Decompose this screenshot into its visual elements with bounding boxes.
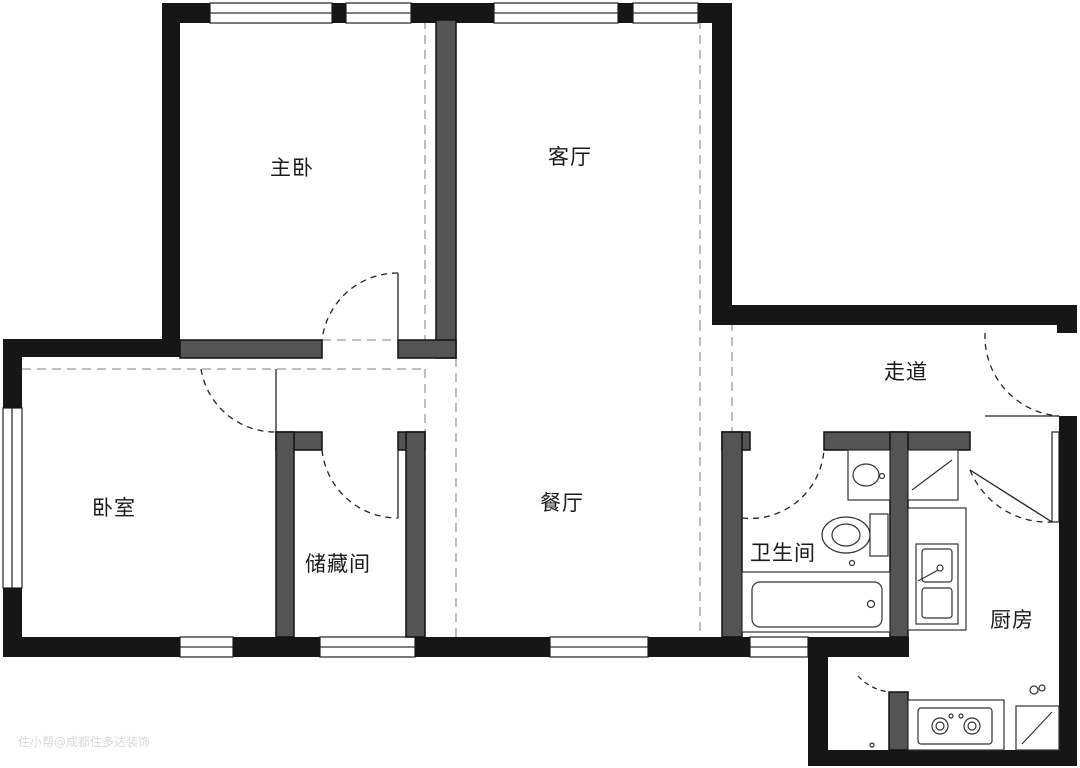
room-label-corridor: 走道 — [884, 360, 928, 384]
kitchen-fixtures — [869, 449, 1060, 751]
watermark: 住小帮@成都住多达装饰 — [18, 735, 151, 749]
room-label-kitchen: 厨房 — [990, 608, 1034, 632]
room-label-bedroom: 卧室 — [92, 496, 136, 520]
room-label-dining-room: 餐厅 — [540, 491, 584, 515]
room-label-storage: 储藏间 — [305, 552, 371, 576]
interior-walls — [179, 19, 971, 751]
room-label-master-bedroom: 主卧 — [270, 156, 314, 180]
room-label-living-room: 客厅 — [548, 145, 592, 169]
dashed-boundaries — [22, 20, 733, 637]
room-label-bathroom: 卫生间 — [750, 541, 816, 565]
windows — [2, 2, 1060, 658]
bathroom-fixtures — [741, 449, 891, 633]
exterior-walls — [3, 3, 1077, 766]
doors — [200, 272, 1060, 693]
